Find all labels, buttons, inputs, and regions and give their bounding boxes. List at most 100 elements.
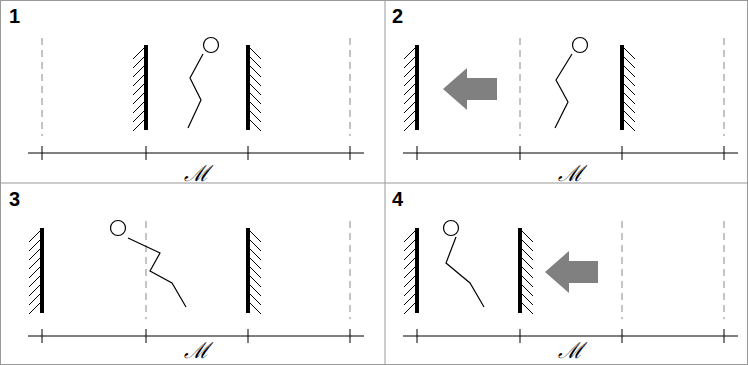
motion-arrow [443,68,497,110]
string-body [446,237,484,307]
mirror-hatch [522,285,533,296]
mirror-hatch [250,93,261,104]
panel [28,38,364,161]
panel [28,221,364,344]
axis-tick [622,146,623,160]
mirror-hatch [250,240,261,251]
mirror [620,45,624,130]
axis-tick [520,146,521,160]
axis-tick [350,146,351,160]
mirror-hatch [29,249,40,260]
string-head [573,38,588,53]
mirror [518,228,522,313]
mirror-hatch [404,57,415,68]
boundary-dashed [350,38,351,136]
mirror-hatch [522,249,533,260]
axis-tick [417,146,418,160]
mirror-hatch [624,75,635,86]
string-head [204,38,219,53]
mirror-hatch [404,120,415,131]
mirror-hatch [250,258,261,269]
string-head [444,221,459,236]
mirror-hatch [250,303,261,314]
mirror-hatch [404,294,415,305]
mirror-hatch [404,303,415,314]
mirror-hatch [624,102,635,113]
axis-line [403,336,738,337]
mirror-hatch [250,111,261,122]
mirror-hatch [404,267,415,278]
axis-tick [724,329,725,343]
axis-tick [622,329,623,343]
mirror-hatch [133,93,144,104]
mirror-hatch [404,75,415,86]
mirror-hatch [29,285,40,296]
axis-tick [42,329,43,343]
axis-tick [248,329,249,343]
mirror-hatch [250,249,261,260]
mirror-hatch [522,258,533,269]
boundary-dashed [724,221,725,319]
panel [403,38,738,161]
axis-tick [146,329,147,343]
boundary-dashed [146,221,147,319]
axis-label: ℳ [558,163,583,185]
panel-number: 3 [9,189,20,209]
mirror-hatch [522,303,533,314]
mirror-hatch [133,66,144,77]
mirror-hatch [133,57,144,68]
mirror-hatch [522,276,533,287]
axis-line [28,153,364,154]
axis-label: ℳ [184,163,209,185]
panel-number: 2 [392,6,403,26]
axis-line [403,153,738,154]
mirror [40,228,44,313]
mirror-hatch [29,231,40,242]
mirror-hatch [250,276,261,287]
panel [403,221,738,344]
mirror [415,228,419,313]
mirror-hatch [250,102,261,113]
mirror [246,45,250,130]
string-head [111,221,126,236]
mirror-hatch [404,231,415,242]
mirror-hatch [404,84,415,95]
mirror-hatch [133,120,144,131]
mirror-hatch [404,93,415,104]
mirror-hatch [250,57,261,68]
axis-line [28,336,364,337]
mirror-hatch [404,111,415,122]
mirror-hatch [133,75,144,86]
mirror-hatch [404,66,415,77]
boundary-dashed [724,38,725,136]
mirror-hatch [624,48,635,59]
mirror-hatch [250,75,261,86]
mirror-hatch [404,102,415,113]
boundary-dashed [42,38,43,136]
axis-tick [248,146,249,160]
mirror-hatch [624,57,635,68]
string-body [188,54,203,128]
mirror [246,228,250,313]
mirror-hatch [404,258,415,269]
mirror-hatch [133,111,144,122]
mirror-hatch [29,267,40,278]
mirror-hatch [250,66,261,77]
mirror-hatch [624,84,635,95]
mirror-hatch [624,111,635,122]
mirror-hatch [624,93,635,104]
panel-number: 4 [392,189,403,209]
mirror-hatch [29,258,40,269]
mirror-hatch [133,48,144,59]
axis-label: ℳ [558,340,583,362]
mirror-hatch [29,276,40,287]
mirror-hatch [624,66,635,77]
mirror-hatch [404,276,415,287]
mirror-hatch [133,102,144,113]
axis-tick [724,146,725,160]
axis-tick [146,146,147,160]
mirror-hatch [29,240,40,251]
mirror-hatch [404,285,415,296]
